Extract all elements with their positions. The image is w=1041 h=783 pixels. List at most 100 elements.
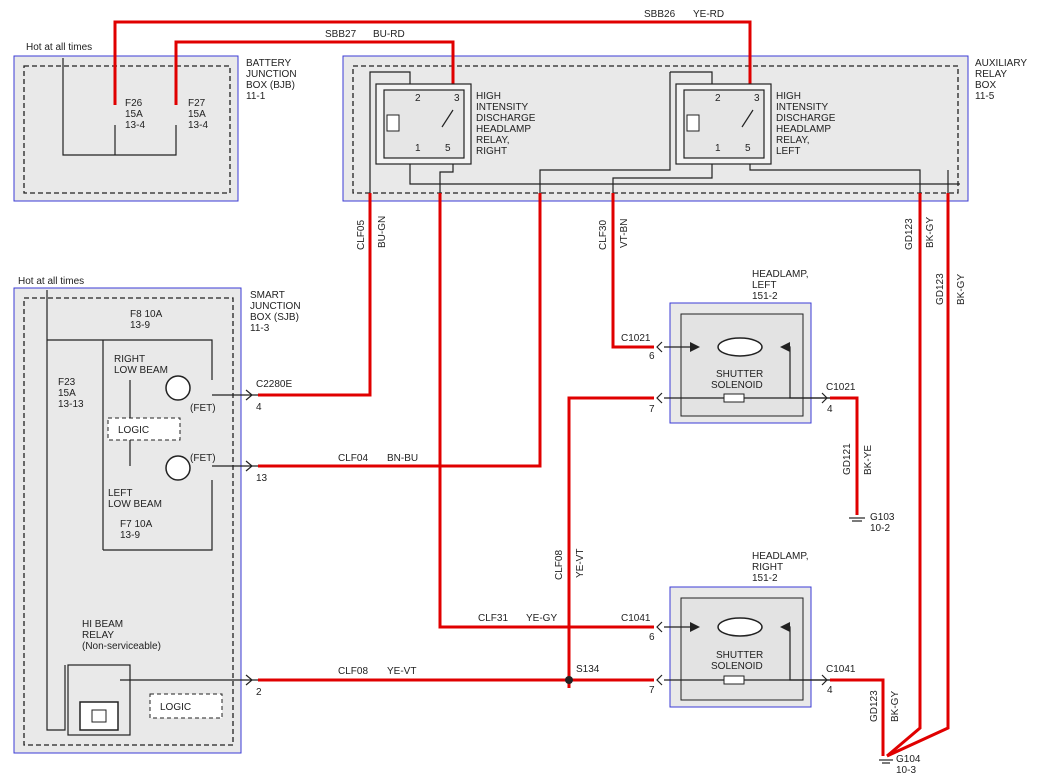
- f26-ref: 13-4: [125, 120, 145, 131]
- f8-name: F8 10A: [130, 309, 163, 320]
- hibeam-l3: (Non-serviceable): [82, 641, 161, 652]
- relay-left-pin1: 1: [715, 143, 721, 154]
- headlamp-right-l1: HEADLAMP,: [752, 551, 809, 562]
- sjb-name: SMART: [250, 290, 285, 301]
- bjb-ref: 11-1: [246, 91, 266, 102]
- relay-left-pin2: 2: [715, 93, 721, 104]
- f23-ref: 13-13: [58, 399, 84, 410]
- sbb26-code: SBB26: [644, 9, 676, 20]
- headlamp-left-box: [669, 302, 812, 424]
- clf08h-code: CLF08: [338, 666, 368, 677]
- smart-junction-box: [13, 287, 242, 754]
- clf05-color: BU-GN: [377, 216, 388, 248]
- f26-name: F26: [125, 98, 143, 109]
- sbb26-color: YE-RD: [693, 9, 724, 20]
- arb-l2: RELAY: [975, 69, 1007, 80]
- bulb-left-icon: [690, 337, 790, 357]
- left-low-beam-l1: LEFT: [108, 488, 132, 499]
- shutter-left-label: SHUTTER: [716, 369, 763, 380]
- hot-sjb-label: Hot at all times: [18, 276, 84, 287]
- gd123b-color: BK-GY: [956, 274, 967, 305]
- relay-left: [675, 83, 772, 165]
- fet-right-label: (FET): [190, 403, 216, 414]
- gd123a-code: GD123: [904, 218, 915, 250]
- relay-left-l6: LEFT: [776, 146, 800, 157]
- splice-label: S134: [576, 664, 600, 675]
- c1021-left-label: C1021: [621, 333, 651, 344]
- internal-wires: [46, 58, 960, 731]
- clf31-color: YE-GY: [526, 613, 557, 624]
- clf31-code: CLF31: [478, 613, 508, 624]
- c1021-right-label: C1021: [826, 382, 856, 393]
- c1041-left-label: C1041: [621, 613, 651, 624]
- logic-box-1: [107, 417, 181, 441]
- relay-left-l3: DISCHARGE: [776, 113, 836, 124]
- relay-right-l1: HIGH: [476, 91, 501, 102]
- bjb-l3: BOX (BJB): [246, 80, 295, 91]
- g103-ref: 10-2: [870, 523, 890, 534]
- gd121-color: BK-YE: [863, 445, 874, 475]
- gd123a-color: BK-GY: [925, 217, 936, 248]
- clf05-code: CLF05: [356, 220, 367, 250]
- logic-box-2: [149, 693, 223, 719]
- relay-left-l2: INTENSITY: [776, 102, 829, 113]
- relay-right-pin5: 5: [445, 143, 451, 154]
- right-low-beam-l1: RIGHT: [114, 354, 145, 365]
- f26-amp: 15A: [125, 109, 143, 120]
- hibeam-l2: RELAY: [82, 630, 114, 641]
- bjb-name: BATTERY: [246, 58, 292, 69]
- solenoid-left-label: SOLENOID: [711, 380, 763, 391]
- battery-junction-box: [13, 55, 239, 202]
- relay-right-l5: RELAY,: [476, 135, 510, 146]
- c1041-pin6: 6: [649, 632, 655, 643]
- f7-name: F7 10A: [120, 519, 153, 530]
- solenoid-right-icon: [723, 675, 745, 685]
- solenoid-left-icon: [723, 393, 745, 403]
- fet-right: [165, 375, 191, 401]
- sjb-ref: 11-3: [250, 323, 270, 334]
- hibeam-l1: HI BEAM: [82, 619, 123, 630]
- clf08v-code: CLF08: [554, 550, 565, 580]
- gd121-code: GD121: [842, 443, 853, 475]
- relay-right-l3: DISCHARGE: [476, 113, 536, 124]
- sbb27-code: SBB27: [325, 29, 357, 40]
- g104-name: G104: [896, 754, 921, 765]
- c2280e-pin4: 4: [256, 402, 262, 413]
- arb-ref: 11-5: [975, 91, 995, 102]
- hibeam-relay: [67, 664, 131, 736]
- ground-g103-icon: [849, 517, 865, 522]
- solenoid-right-label: SOLENOID: [711, 661, 763, 672]
- clf30-color: VT-BN: [619, 219, 630, 248]
- hot-top-label: Hot at all times: [26, 42, 92, 53]
- f27-name: F27: [188, 98, 206, 109]
- c1041-right-label: C1041: [826, 664, 856, 675]
- relay-left-pin5: 5: [745, 143, 751, 154]
- relay-right-l2: INTENSITY: [476, 102, 529, 113]
- sbb27-color: BU-RD: [373, 29, 405, 40]
- logic-label-2: LOGIC: [160, 702, 191, 713]
- sjb-l2: JUNCTION: [250, 301, 301, 312]
- c2280e-label: C2280E: [256, 379, 292, 390]
- shutter-right-label: SHUTTER: [716, 650, 763, 661]
- f23-name: F23: [58, 377, 76, 388]
- headlamp-right-l2: RIGHT: [752, 562, 783, 573]
- arb-l3: BOX: [975, 80, 996, 91]
- relay-right-pin3: 3: [454, 93, 460, 104]
- relay-left-pin3: 3: [754, 93, 760, 104]
- headlamp-left-ref: 151-2: [752, 291, 778, 302]
- relay-left-l5: RELAY,: [776, 135, 810, 146]
- sjb-l3: BOX (SJB): [250, 312, 299, 323]
- g104-ref: 10-3: [896, 765, 916, 776]
- power-wires: [113, 20, 950, 758]
- c1021-pin4: 4: [827, 404, 833, 415]
- clf08h-color: YE-VT: [387, 666, 416, 677]
- c2280e-pin2: 2: [256, 687, 262, 698]
- relay-right: [375, 83, 472, 165]
- f27-amp: 15A: [188, 109, 206, 120]
- f7-ref: 13-9: [120, 530, 140, 541]
- f23-amp: 15A: [58, 388, 76, 399]
- relay-right-l4: HEADLAMP: [476, 124, 531, 135]
- splice-s134: [565, 676, 573, 684]
- bulb-right-icon: [690, 617, 790, 637]
